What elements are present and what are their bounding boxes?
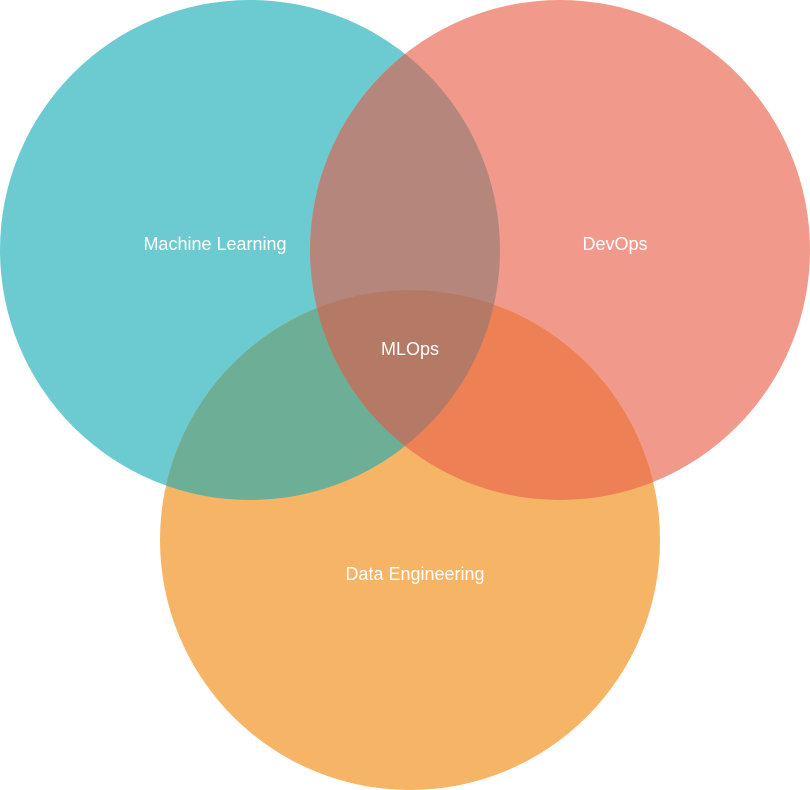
devops-data-engineering-overlap	[310, 290, 660, 500]
devops-label: DevOps	[582, 234, 647, 254]
mlops-label: MLOps	[381, 339, 439, 359]
ml-data-engineering-overlap	[160, 290, 500, 500]
machine-learning-label: Machine Learning	[143, 234, 286, 254]
data-engineering-label: Data Engineering	[345, 564, 484, 584]
